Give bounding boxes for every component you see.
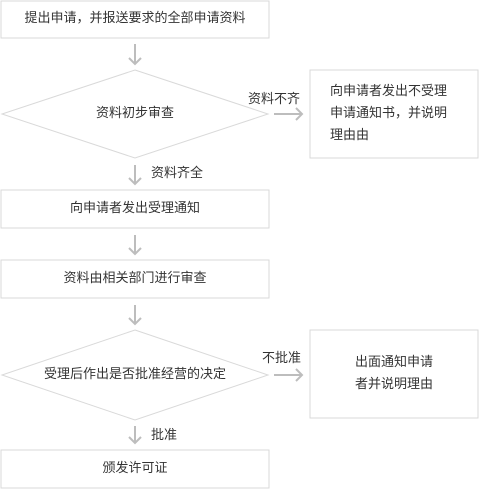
edge-label-incomplete: 资料不齐 [248,92,301,107]
reject-notice-line-3: 理由由 [330,128,370,143]
issue-license-box [0,449,270,489]
disapprove-notice-box [309,329,479,419]
notice-accept-box [0,189,270,229]
disapprove-notice-line-2: 者并说明理由 [354,377,433,392]
disapprove-notice-text: 出面通知申请 者并说明理由 [310,352,478,396]
reject-notice-box [309,69,479,159]
edge-label-approved: 批准 [151,428,178,443]
initial-review-diamond [0,69,270,159]
notice-accept-label: 向申请者发出受理通知 [69,201,200,216]
edge-label-not-approved: 不批准 [262,351,302,366]
submit-step-box [0,0,270,39]
dept-review-box [0,259,270,299]
initial-review-label: 资料初步审查 [95,106,174,121]
decision-diamond [0,329,270,421]
decision-label: 受理后作出是否批准经营的决定 [43,367,226,382]
submit-step-label: 提出申请，并报送要求的全部申请资料 [24,11,246,26]
reject-notice-line-1: 向申请者发出不受理 [330,84,448,99]
disapprove-notice-line-1: 出面通知申请 [354,355,433,370]
edge-label-complete: 资料齐全 [151,166,204,181]
reject-notice-text: 向申请者发出不受理 申请通知书，并说明 理由由 [330,81,470,147]
reject-notice-line-2: 申请通知书，并说明 [330,106,448,121]
dept-review-label: 资料由相关部门进行审查 [63,271,207,286]
issue-license-label: 颁发许可证 [102,461,168,476]
